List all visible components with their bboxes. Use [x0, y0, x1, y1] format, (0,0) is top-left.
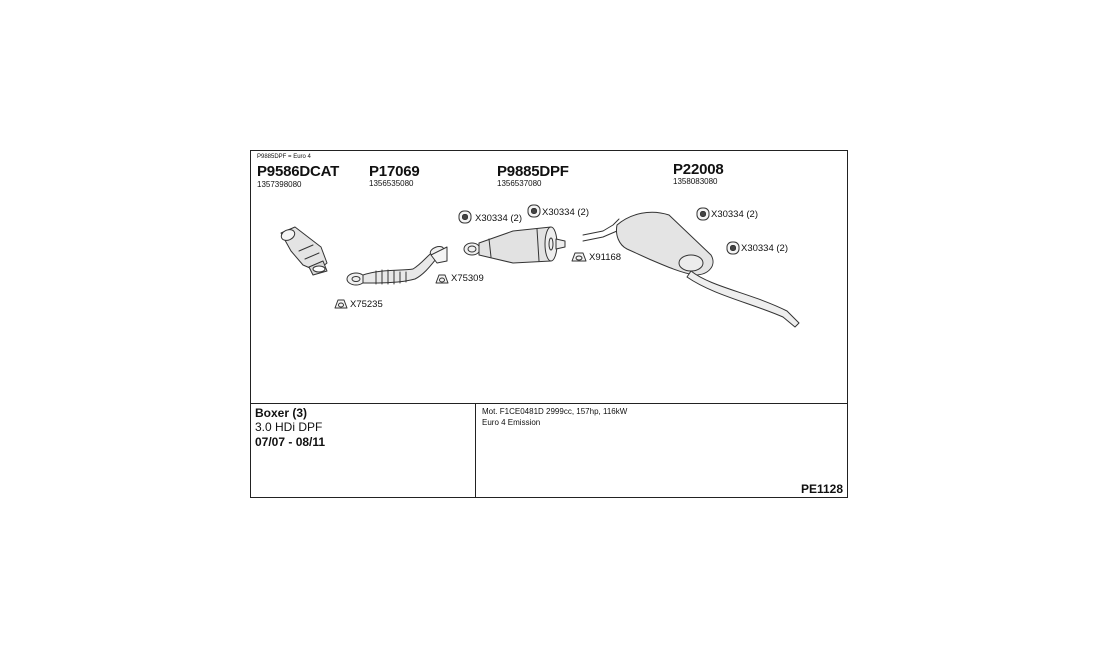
part-number-silencer: 1358083080 — [673, 177, 718, 186]
gasket-label-3: X75235 — [350, 299, 383, 310]
vehicle-name: Boxer (3) — [255, 406, 308, 420]
dpf-drawing — [463, 226, 566, 264]
catalytic-converter-drawing — [280, 226, 328, 276]
exhaust-diagram-sheet: P9885DPF = Euro 4 P9586DCAT 1357398080 P… — [250, 150, 848, 498]
gasket-3 — [334, 299, 348, 309]
gasket-label-1: X91168 — [589, 252, 622, 263]
hanger-label-4: X30334 (2) — [741, 243, 789, 254]
emission-spec: Euro 4 Emission — [482, 418, 541, 427]
part-number-dpf: 1356537080 — [497, 179, 542, 188]
rubber-hanger-2 — [527, 204, 541, 218]
rubber-hanger-4 — [726, 241, 740, 255]
rubber-hanger-1 — [458, 210, 472, 224]
reference-code: PE1128 — [800, 482, 843, 496]
part-code-flexpipe: P17069 — [369, 163, 420, 180]
part-code-dpf: P9885DPF — [497, 163, 569, 180]
gasket-2 — [435, 274, 449, 284]
vehicle-years: 07/07 - 08/11 — [255, 435, 326, 449]
hanger-label-1: X30334 (2) — [475, 213, 523, 224]
rear-silencer-drawing — [582, 211, 800, 328]
part-number-catalytic: 1357398080 — [257, 180, 302, 189]
flex-pipe-drawing — [346, 246, 448, 286]
engine-spec: Mot. F1CE0481D 2999cc, 157hp, 116kW — [482, 407, 628, 416]
gasket-label-2: X75309 — [451, 273, 484, 284]
part-number-flexpipe: 1356535080 — [369, 179, 414, 188]
hanger-label-2: X30334 (2) — [542, 207, 590, 218]
divider-horizontal — [251, 403, 847, 404]
exhaust-parts-drawing — [280, 204, 800, 328]
part-code-catalytic: P9586DCAT — [257, 163, 340, 180]
rubber-hanger-3 — [696, 207, 710, 221]
gasket-1 — [571, 252, 587, 262]
part-code-silencer: P22008 — [673, 161, 724, 178]
divider-vertical — [475, 403, 476, 497]
hanger-label-3: X30334 (2) — [711, 209, 759, 220]
header-note: P9885DPF = Euro 4 — [257, 154, 311, 160]
vehicle-engine: 3.0 HDi DPF — [255, 420, 323, 434]
